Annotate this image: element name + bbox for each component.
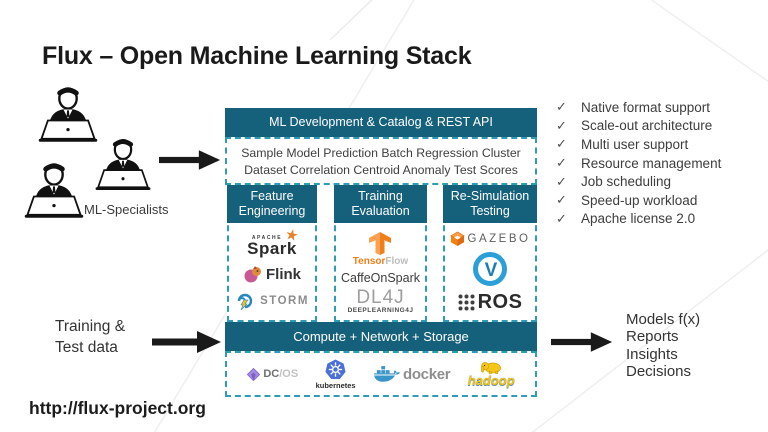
tensorflow-logo: TensorFlow [353,231,408,267]
ros-logo: ROS [458,291,523,314]
apache-spark-logo: ★ APACHE Spark [247,225,301,258]
docker-whale-icon [373,366,400,382]
arrow-right-icon [152,330,222,354]
svg-text:V: V [485,260,498,281]
docker-logo: docker [373,364,451,384]
ml-specialists-label: ML-Specialists [84,202,169,217]
person-laptop-icon [95,139,151,191]
hadoop-elephant-icon [481,362,502,374]
project-url-link[interactable]: http://flux-project.org [29,398,206,418]
feature-checklist: ✓Native format support ✓Scale-out archit… [556,98,721,228]
kubernetes-wheel-icon [325,358,346,379]
caffeonspark-logo: CaffeOnSpark [341,270,420,285]
output-item: Reports [626,328,679,346]
kubernetes-logo: kubernetes [316,358,356,390]
check-icon: ✓ [556,117,567,133]
dcos-logo: DC/OS [247,367,298,381]
hadoop-logo: hadoop [468,361,515,387]
checklist-item: ✓Apache license 2.0 [556,210,696,227]
gazebo-logo: GAZEBO [449,231,531,247]
ml-tasks-box: Sample Model Prediction Batch Regression… [225,137,537,185]
column-feature-engineering: Feature Engineering ★ APACHE Spark Fl [227,185,317,322]
infrastructure-box: DC/OS kubernetes [225,351,537,397]
training-test-data-label: Training & Test data [55,318,126,356]
checklist-item: ✓Speed-up workload [556,192,698,208]
tensorflow-icon [369,231,392,255]
gazebo-cube-icon [449,231,465,247]
check-icon: ✓ [556,99,567,115]
person-laptop-icon [24,163,84,218]
ros-dots-icon [458,294,475,311]
arrow-right-icon [159,148,221,172]
flink-squirrel-icon [244,266,261,283]
outputs-list: Models f(x) Reports Insights Decisions [626,311,700,380]
column-training-evaluation: Training Evaluation TensorFlow CaffeOnSp… [334,185,427,322]
ml-tasks-line1: Sample Model Prediction Batch Regression… [241,146,521,160]
flux-stack-diagram: ML Development & Catalog & REST API Samp… [225,108,537,397]
checklist-item: ✓Multi user support [556,136,689,152]
person-laptop-icon [38,87,98,142]
api-header-bar: ML Development & Catalog & REST API [225,108,537,137]
checklist-item: ✓Scale-out architecture [556,117,713,134]
ml-tasks-line2: Dataset Correlation Centroid Anomaly Tes… [244,162,518,177]
column-header: Feature Engineering [227,185,317,223]
page-title: Flux – Open Machine Learning Stack [42,42,472,70]
apache-flink-logo: Flink [243,265,301,283]
output-item: Models f(x) [626,311,701,328]
check-icon: ✓ [556,173,567,189]
compute-header-bar: Compute + Network + Storage [225,322,537,351]
checklist-item: ✓Resource management [556,155,722,171]
check-icon: ✓ [556,210,567,226]
vrep-logo: V [473,252,507,286]
column-header: Training Evaluation [334,185,427,223]
checklist-item: ✓Job scheduling [556,173,672,190]
storm-swirl-icon [237,293,253,310]
spark-star-icon: ★ [283,225,301,245]
check-icon: ✓ [556,155,567,171]
column-resimulation-testing: Re-Simulation Testing GAZEBO V [443,185,537,322]
dcos-diamond-icon [247,367,261,381]
arrow-right-icon [551,330,613,354]
column-header: Re-Simulation Testing [443,185,537,223]
output-item: Decisions [626,362,692,380]
output-item: Insights [626,345,678,363]
deeplearning4j-logo: DL4J DEEPLEARNING4J [347,287,414,315]
checklist-item: ✓Native format support [556,99,711,115]
check-icon: ✓ [556,136,567,152]
apache-storm-logo: STORM [235,292,309,310]
check-icon: ✓ [556,192,567,208]
